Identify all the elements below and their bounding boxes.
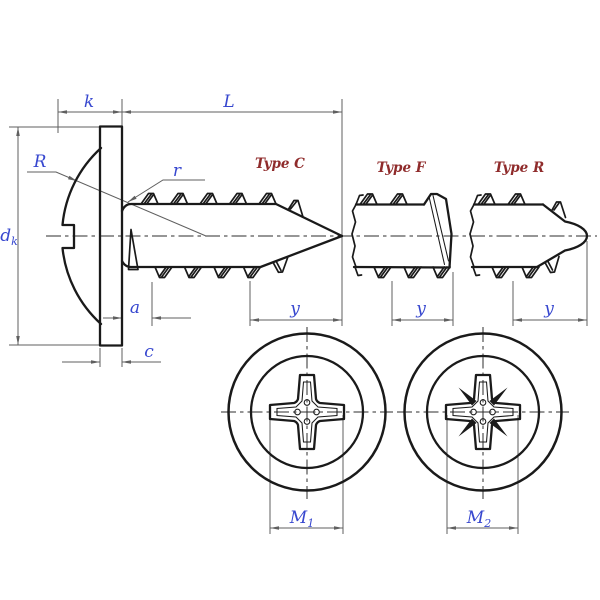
dim-m1 [269, 415, 344, 534]
dim-m2 [446, 415, 519, 534]
flange-circle [403, 332, 563, 492]
shank-bottom-outline [120, 234, 344, 269]
type-r-screw [469, 193, 589, 279]
thread-crests-bottom [127, 228, 289, 279]
thread-crest [373, 266, 392, 279]
label-c: c [144, 342, 154, 362]
recess-wings [470, 399, 496, 425]
broken-left-edge [351, 194, 364, 277]
flange-outline [98, 125, 124, 347]
extension-line [391, 272, 454, 326]
leader-line [127, 179, 205, 203]
end-thread-flanks [428, 194, 450, 266]
thread-crest [491, 266, 510, 279]
thread-crest [389, 193, 408, 206]
thread-crests [477, 193, 567, 279]
cone-thread-crest [287, 199, 304, 218]
thread-crest [228, 192, 248, 205]
leader-line [27, 171, 207, 237]
thread-crest [154, 266, 173, 279]
leader-r [127, 179, 205, 203]
cross-recess-inner-lines [452, 381, 514, 443]
thread-crest [199, 192, 218, 205]
thread-crest [403, 266, 422, 279]
thread-crest [242, 266, 262, 279]
type-f-screw [351, 192, 453, 279]
flange-head-side-view [61, 125, 124, 347]
recess-wings [294, 399, 320, 425]
flange-circle [227, 332, 387, 492]
label-R: R [33, 152, 47, 172]
type-c-screw [120, 192, 344, 279]
dim-y-type-r [512, 241, 588, 326]
label-type-c: Type C [255, 156, 305, 172]
thread-crest [183, 266, 203, 279]
label-m1: M1 [289, 508, 314, 530]
labels: k L R r dk a c y y y M1 M2 Type C Type F… [0, 92, 554, 530]
extension-line [99, 348, 123, 367]
extension-line [512, 241, 588, 326]
dim-L [122, 99, 343, 326]
dim-y-type-c [249, 281, 342, 326]
thread-crest [507, 193, 526, 206]
broken-left-edge [469, 194, 482, 277]
label-y-type-c: y [289, 299, 300, 319]
cross-recess-outline [444, 373, 522, 451]
rounded-point-outline [535, 203, 589, 269]
extension-line [446, 415, 519, 534]
flat-end-outline [422, 192, 453, 269]
label-y-type-r: y [543, 299, 554, 319]
dome-outline [61, 146, 103, 326]
label-y-type-f: y [415, 299, 426, 319]
label-k: k [84, 92, 94, 112]
shank-top-outline [120, 202, 344, 238]
head-circle [249, 354, 365, 470]
dim-a [103, 282, 191, 326]
dim-c [62, 348, 161, 367]
dimensions [9, 99, 588, 534]
cross-recess-outline [268, 373, 346, 451]
phillips-recess-top-view [227, 332, 387, 492]
head-circle [425, 354, 541, 470]
leader-R [27, 171, 207, 237]
cross-recess-inner-lines [276, 381, 338, 443]
label-L: L [222, 92, 234, 112]
label-m2: M2 [466, 508, 491, 530]
label-r: r [173, 161, 182, 181]
extension-line [269, 415, 344, 534]
thread-crest [213, 266, 232, 279]
thread-crest [258, 192, 277, 205]
dim-y-type-f [391, 272, 454, 326]
thread-crests-top [140, 192, 304, 218]
dim-dk [9, 126, 100, 346]
taper-thread-crest [544, 255, 560, 274]
label-dk: dk [0, 226, 18, 248]
thread-crest [140, 192, 159, 205]
label-a: a [130, 298, 140, 318]
label-type-f: Type F [377, 160, 427, 176]
label-type-r: Type R [494, 160, 544, 176]
thread-crest [169, 192, 189, 205]
thread-crest [521, 266, 540, 279]
cone-thread-crest [272, 255, 289, 274]
taper-thread-crest [550, 201, 567, 219]
pozidriv-recess-top-view [403, 332, 563, 492]
thread-runout-wedge [127, 228, 139, 271]
